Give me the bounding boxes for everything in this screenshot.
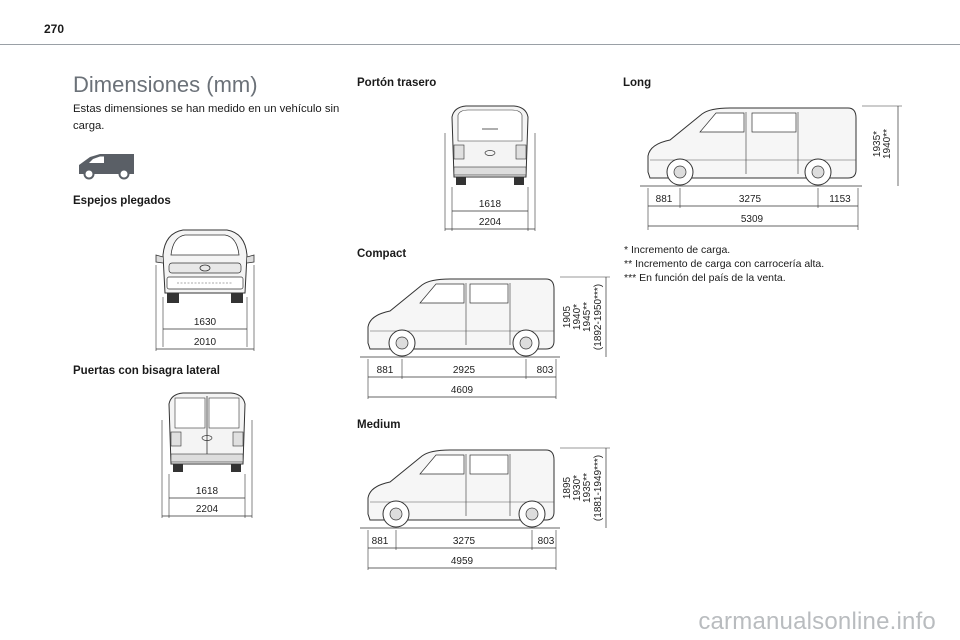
dim-compact-front-overhang: 881: [377, 365, 394, 376]
dim-long-height-1: 1935*: [872, 131, 883, 157]
dim-medium-length: 4959: [451, 556, 474, 567]
dim-compact-length: 4609: [451, 385, 474, 396]
heading-long: Long: [623, 77, 652, 89]
header-rule: [0, 44, 960, 45]
dim-long-front-overhang: 881: [656, 194, 673, 205]
dim-rear-width-mirrors: 2204: [196, 504, 219, 515]
dim-compact-height-base: 1905: [562, 305, 573, 328]
compact-side-figure: 881 2925 803 4609 1905 1940* 1945** (189…: [360, 276, 610, 399]
section-intro: Estas dimensiones se han medido en un ve…: [73, 103, 340, 132]
dim-compact-rear-overhang: 803: [537, 365, 554, 376]
dim-medium-height-2: 1935**: [582, 473, 593, 503]
van-icon: [79, 154, 134, 180]
dim-medium-height-base: 1895: [562, 476, 573, 499]
footnotes: * Incremento de carga. ** Incremento de …: [624, 243, 824, 285]
heading-tailgate: Portón trasero: [357, 77, 437, 89]
dim-medium-wheelbase: 3275: [453, 536, 476, 547]
medium-side-figure: 881 3275 803 4959 1895 1930* 1935** (188…: [360, 447, 610, 570]
section-title: Dimensiones (mm): [73, 72, 258, 97]
dim-medium-front-overhang: 881: [372, 536, 389, 547]
dim-compact-height-1: 1940*: [572, 304, 583, 330]
tailgate-figure: 1618 2204: [444, 105, 536, 231]
dim-medium-rear-overhang: 803: [538, 536, 555, 547]
heading-medium: Medium: [357, 419, 401, 431]
dim-long-wheelbase: 3275: [739, 194, 762, 205]
dim-long-height-2: 1940**: [882, 129, 893, 159]
footnote-3: *** En función del país de la venta.: [624, 272, 786, 284]
heading-compact: Compact: [357, 248, 407, 260]
dim-medium-height-range: (1881-1949***): [593, 455, 604, 521]
dim-long-rear-overhang: 1153: [829, 194, 851, 205]
front-view-figure: 1630 2010: [155, 229, 255, 351]
dim-long-length: 5309: [741, 214, 764, 225]
footnote-1: * Incremento de carga.: [624, 244, 731, 256]
watermark: carmanualsonline.info: [698, 608, 936, 635]
rear-doors-figure: 1618 2204: [161, 392, 253, 518]
dim-compact-height-range: (1892-1950***): [593, 284, 604, 350]
dim-tailgate-width: 1618: [479, 199, 502, 210]
dim-tailgate-width-mirrors: 2204: [479, 217, 502, 228]
heading-mirrors: Espejos plegados: [73, 195, 171, 207]
dim-compact-wheelbase: 2925: [453, 365, 476, 376]
page-number: 270: [44, 22, 65, 36]
dim-medium-height-1: 1930*: [572, 475, 583, 501]
dim-compact-height-2: 1945**: [582, 302, 593, 332]
dim-front-width-mirrors: 2010: [194, 337, 217, 348]
heading-side-doors: Puertas con bisagra lateral: [73, 365, 221, 377]
long-side-figure: 881 3275 1153 5309 1935* 1940**: [640, 105, 902, 230]
dim-rear-width: 1618: [196, 486, 219, 497]
dim-front-width: 1630: [194, 317, 217, 328]
footnote-2: ** Incremento de carga con carrocería al…: [624, 258, 825, 270]
